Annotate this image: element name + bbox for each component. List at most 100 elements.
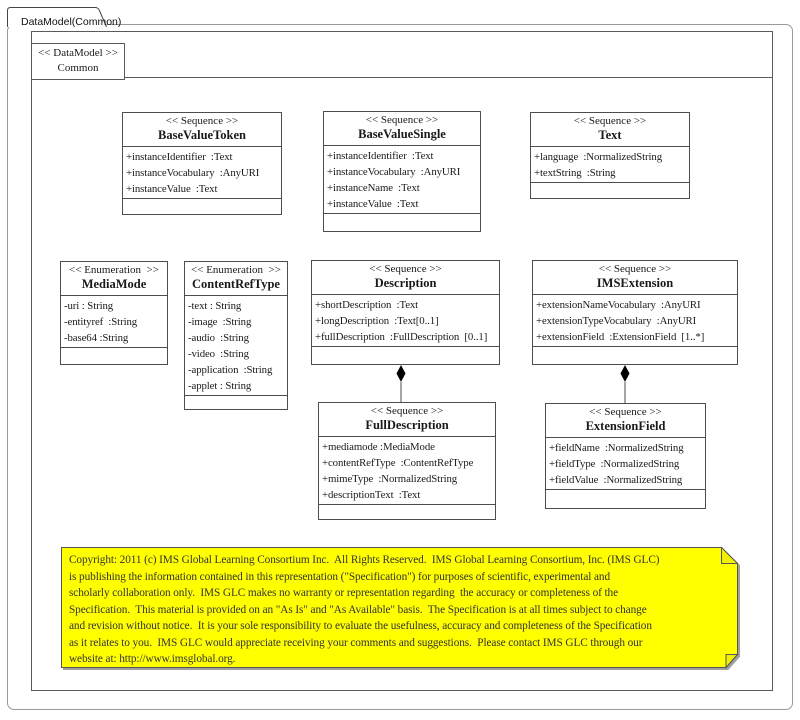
- class-name: BaseValueToken: [158, 128, 246, 142]
- class-empty-compartment: [123, 198, 281, 214]
- frame-name: Common: [57, 62, 99, 74]
- note-fold-bottom-right-icon: [725, 654, 739, 669]
- class-empty-compartment: [185, 395, 287, 409]
- class-header: << Sequence >> FullDescription: [319, 403, 495, 437]
- note-line: Copyright: 2011 (c) IMS Global Learning …: [69, 554, 660, 566]
- class-basevaluetoken[interactable]: << Sequence >> BaseValueToken +instanceI…: [122, 112, 282, 215]
- note-line: is publishing the information contained …: [69, 570, 611, 583]
- class-attributes: +instanceIdentifier :Text +instanceVocabu…: [324, 146, 480, 213]
- class-name: Description: [374, 276, 437, 290]
- class-name: IMSExtension: [596, 276, 674, 290]
- class-attributes: +extensionNameVocabulary :AnyURI +extensi…: [533, 295, 737, 346]
- class-attributes: +mediamode :MediaMode +contentRefType :Co…: [319, 437, 495, 504]
- attribute-line: -application :String: [188, 364, 273, 376]
- attribute-line: +fieldName :NormalizedString: [549, 442, 684, 454]
- attribute-line: -audio :String: [188, 332, 249, 344]
- attribute-line: -base64 :String: [64, 332, 129, 344]
- note-line: website at: http://www.imsglobal.org.: [69, 653, 236, 665]
- class-stereotype: << Enumeration >>: [69, 264, 159, 276]
- class-stereotype: << Sequence >>: [370, 405, 444, 417]
- attribute-line: +shortDescription :Text: [315, 299, 419, 311]
- page-tab[interactable]: DataModel(Common): [7, 7, 121, 28]
- class-name: FullDescription: [365, 418, 449, 432]
- class-header: << Sequence >> Description: [312, 261, 499, 295]
- attribute-line: +extensionTypeVocabulary :AnyURI: [536, 315, 697, 327]
- class-header: << Sequence >> ExtensionField: [546, 404, 705, 438]
- class-attributes: +instanceIdentifier :Text+instanceVocabu…: [123, 147, 281, 198]
- note-fold-top-right-icon: [721, 546, 739, 564]
- attribute-line: +instanceValue :Text: [327, 198, 419, 210]
- attribute-line: +longDescription :Text[0..1]: [315, 315, 439, 327]
- class-stereotype: << Sequence >>: [369, 263, 442, 275]
- class-empty-compartment: [319, 504, 495, 519]
- attribute-line: +contentRefType :ContentRefType: [322, 457, 474, 469]
- class-empty-compartment: [61, 347, 167, 364]
- composition-diamond-icon: [620, 365, 630, 382]
- class-text[interactable]: << Sequence >> Text +language :Normalize…: [530, 112, 690, 199]
- class-header: << Sequence >> BaseValueSingle: [324, 112, 480, 146]
- attribute-line: +mediamode :MediaMode: [322, 441, 435, 453]
- attribute-line: -video :String: [188, 348, 249, 360]
- class-attributes: +fieldName :NormalizedString +fieldType :…: [546, 438, 705, 489]
- page-tab-shape: [7, 7, 107, 28]
- class-contentreftype[interactable]: << Enumeration >> ContentRefType -text :…: [184, 261, 288, 410]
- attribute-line: -applet : String: [188, 380, 252, 392]
- class-fulldescription[interactable]: << Sequence >> FullDescription +mediamod…: [318, 402, 496, 520]
- attribute-line: +fieldType :NormalizedString: [549, 458, 680, 470]
- attribute-line: +fullDescription :FullDescription [0..1]: [315, 331, 488, 343]
- uml-frame: [31, 31, 773, 691]
- attribute-line: -image :String: [188, 316, 252, 328]
- attribute-line: +descriptionText :Text: [322, 489, 421, 501]
- class-attributes: -text : String -image :String -audio :Stri…: [185, 296, 287, 395]
- class-attributes: +language :NormalizedString+textString :…: [531, 147, 689, 182]
- class-header: << Sequence >> Text: [531, 113, 689, 147]
- class-name: ExtensionField: [585, 419, 666, 433]
- attribute-line: +instanceVocabulary :AnyURI: [126, 167, 260, 179]
- class-stereotype: << Sequence >>: [598, 263, 672, 275]
- note-line: scholarly collaboration only. IMS GLC ma…: [69, 587, 618, 599]
- class-empty-compartment: [324, 213, 480, 231]
- class-empty-compartment: [531, 182, 689, 198]
- class-empty-compartment: [312, 346, 499, 364]
- class-stereotype: << Sequence >>: [165, 115, 239, 127]
- attribute-line: +instanceIdentifier :Text: [327, 150, 434, 162]
- copyright-note-text: Copyright: 2011 (c) IMS Global Learning …: [69, 552, 731, 668]
- class-header: << Sequence >> BaseValueToken: [123, 113, 281, 147]
- class-empty-compartment: [546, 489, 705, 508]
- page-tab-label: DataModel(Common): [21, 16, 122, 28]
- note-line: and revision without notice. It is your …: [69, 620, 652, 632]
- class-header: << Sequence >> IMSExtension: [533, 261, 737, 295]
- note-line: Specification. This material is provided…: [69, 603, 647, 616]
- class-description[interactable]: << Sequence >> Description +shortDescrip…: [311, 260, 500, 365]
- attribute-line: +extensionNameVocabulary :AnyURI: [536, 299, 701, 311]
- attribute-line: -text : String: [188, 300, 242, 312]
- note-line: as it relates to you. IMS GLC would appr…: [69, 636, 643, 649]
- class-name: ContentRefType: [192, 277, 280, 291]
- class-extensionfield[interactable]: << Sequence >> ExtensionField +fieldName…: [545, 403, 706, 509]
- composition-connector-description-fulldescription[interactable]: [394, 364, 408, 403]
- attribute-line: +textString :String: [534, 167, 616, 179]
- class-stereotype: << Enumeration >>: [191, 264, 281, 276]
- class-imsextension[interactable]: << Sequence >> IMSExtension +extensionNa…: [532, 260, 738, 365]
- class-mediamode[interactable]: << Enumeration >> MediaMode -uri : Strin…: [60, 261, 168, 365]
- class-basevaluesingle[interactable]: << Sequence >> BaseValueSingle +instance…: [323, 111, 481, 232]
- class-header: << Enumeration >> MediaMode: [61, 262, 167, 296]
- class-name: Text: [598, 128, 622, 142]
- attribute-line: +instanceValue :Text: [126, 183, 218, 195]
- class-attributes: -uri : String-entityref :String-base64 :…: [61, 296, 167, 347]
- copyright-note[interactable]: [61, 546, 740, 675]
- attribute-line: +instanceVocabulary :AnyURI: [327, 166, 461, 178]
- page-border: [7, 24, 793, 710]
- class-stereotype: << Sequence >>: [573, 115, 647, 127]
- composition-connector-imsextension-extensionfield[interactable]: [618, 364, 632, 404]
- frame-label[interactable]: << DataModel >> Common: [31, 43, 125, 80]
- class-empty-compartment: [533, 346, 737, 364]
- class-name: BaseValueSingle: [358, 127, 446, 141]
- attribute-line: +mimeType :NormalizedString: [322, 473, 458, 485]
- attribute-line: +instanceName :Text: [327, 182, 420, 194]
- attribute-line: +extensionField :ExtensionField [1..*]: [536, 331, 705, 343]
- composition-diamond-icon: [396, 365, 406, 382]
- copyright-note-shape: [61, 546, 739, 669]
- class-attributes: +shortDescription :Text +longDescription …: [312, 295, 499, 346]
